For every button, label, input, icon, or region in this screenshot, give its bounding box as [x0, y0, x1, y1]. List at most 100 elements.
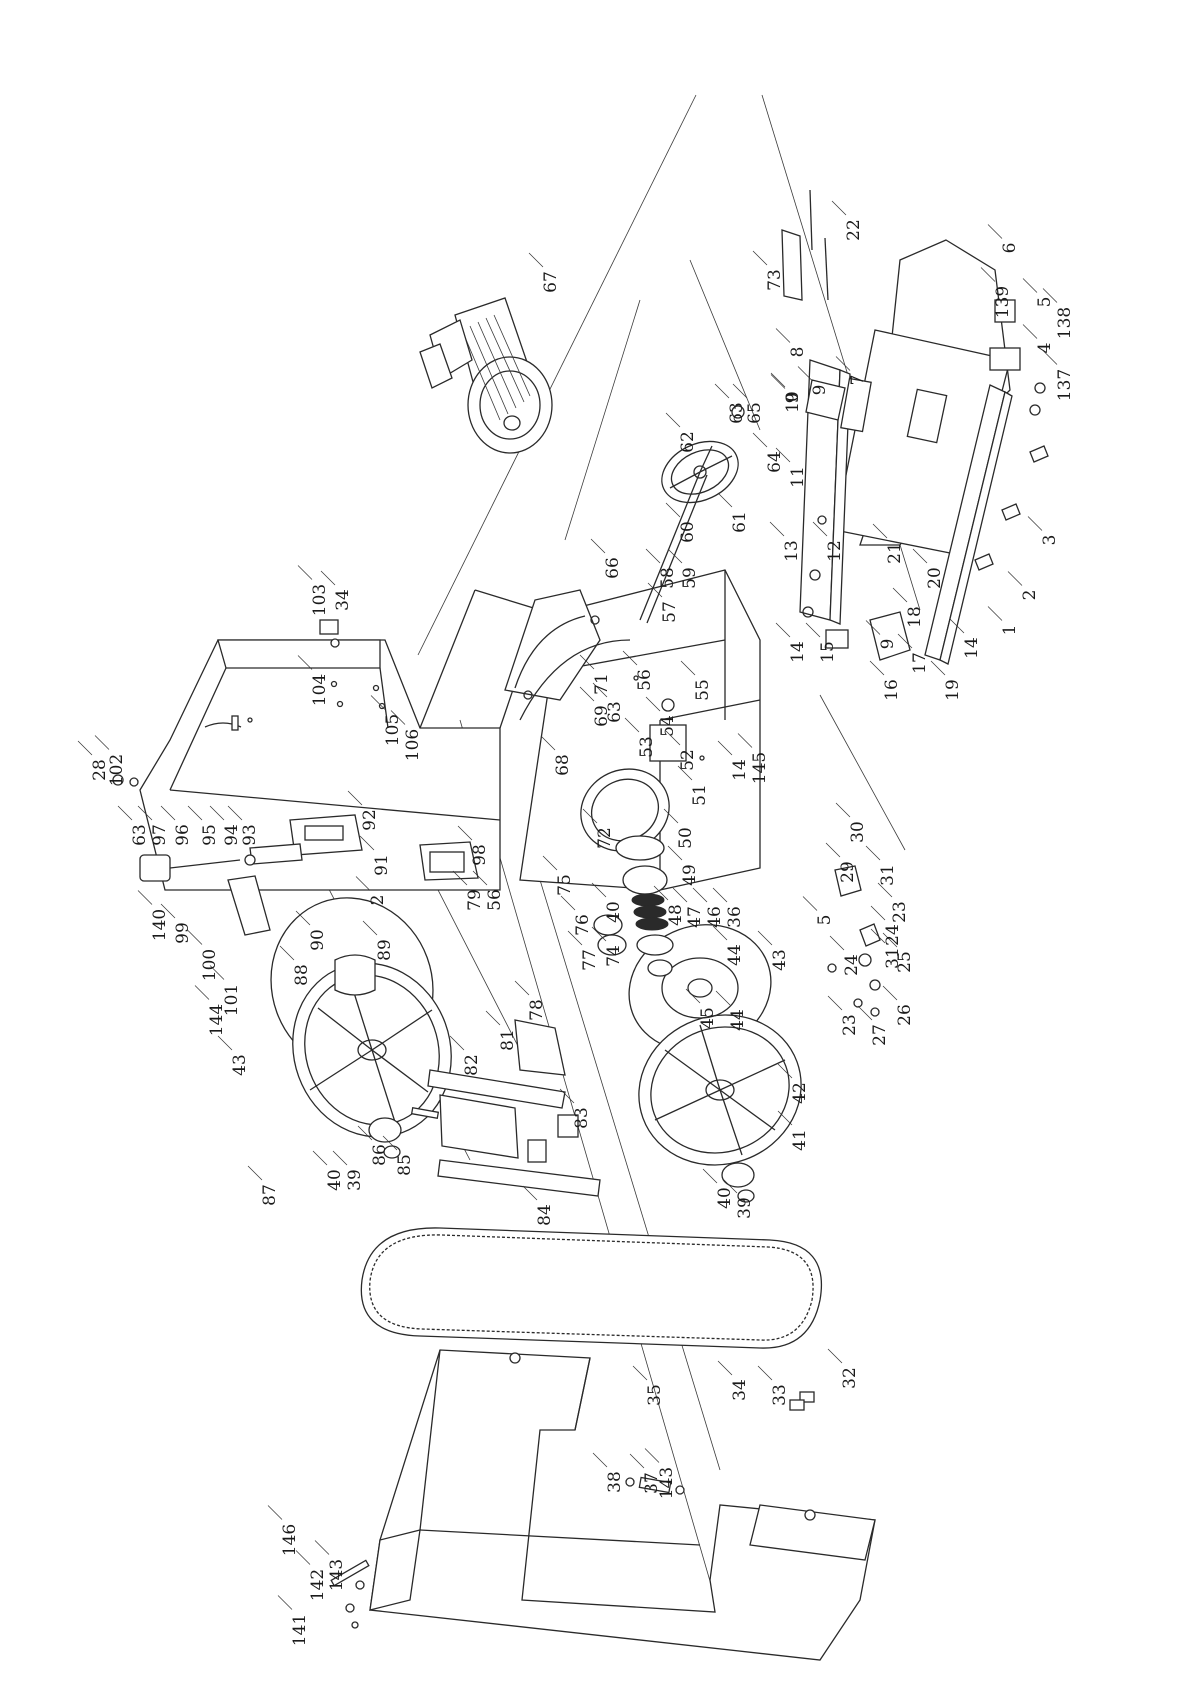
callout-9c: 9 [783, 393, 803, 404]
callout-106: 106 [403, 729, 423, 761]
leader-72 [582, 808, 598, 824]
handwheel [639, 405, 745, 624]
callout-84: 84 [535, 1204, 555, 1226]
leader-90 [295, 910, 311, 926]
leader-14 [775, 622, 791, 638]
leader-60 [665, 502, 681, 518]
callout-145: 145 [750, 752, 770, 784]
leader-74 [591, 926, 607, 942]
callout-89: 89 [375, 939, 395, 961]
callout-19: 19 [943, 679, 963, 701]
leader-101 [209, 965, 225, 980]
leader-97 [137, 805, 153, 821]
callout-11: 11 [788, 466, 808, 488]
leader-48 [653, 885, 669, 901]
drive-pulleys [580, 768, 674, 977]
callout-57: 57 [660, 601, 680, 623]
callout-43: 43 [770, 949, 790, 971]
leader-63b [592, 682, 608, 698]
leader-20 [912, 548, 928, 564]
leader-2 [1007, 571, 1023, 586]
callout-38: 38 [605, 1471, 625, 1493]
leader-40 [702, 1168, 718, 1184]
leader-94 [209, 805, 225, 821]
leader-11 [775, 447, 791, 463]
callout-77: 77 [580, 949, 600, 971]
callout-7: 7 [848, 375, 868, 386]
leader-14b [949, 618, 965, 634]
leader-99 [160, 903, 176, 919]
callout-41: 41 [790, 1129, 810, 1151]
callout-61: 61 [730, 511, 750, 533]
leader-139 [980, 267, 996, 282]
callout-68: 68 [553, 754, 573, 776]
leader-31 [865, 845, 881, 861]
leader-35 [632, 1365, 648, 1381]
callout-44: 44 [725, 944, 745, 966]
callout-140: 140 [150, 909, 170, 941]
leader-89 [362, 920, 378, 936]
callout-34b: 34 [730, 1379, 750, 1401]
callout-74: 74 [604, 945, 624, 967]
leader-36 [712, 887, 728, 903]
callout-50: 50 [676, 827, 696, 849]
callout-81: 81 [498, 1029, 518, 1051]
leader-57 [647, 582, 663, 598]
leader-56 [622, 650, 638, 666]
callout-59: 59 [680, 567, 700, 589]
callout-33: 33 [770, 1384, 790, 1406]
leader-62 [665, 412, 681, 428]
leader-2b [355, 876, 371, 891]
leader-13 [769, 521, 785, 537]
leader-43b [217, 1035, 233, 1051]
callout-54: 54 [658, 715, 678, 737]
callout-90: 90 [308, 929, 328, 951]
leader-65 [732, 383, 748, 399]
motor-mount [504, 589, 631, 721]
callout-102: 102 [107, 754, 127, 786]
motor [419, 297, 553, 454]
leader-23b [827, 995, 843, 1011]
leader-52 [665, 730, 681, 746]
leader-34b [717, 1360, 733, 1376]
callout-16: 16 [882, 679, 902, 701]
callout-101: 101 [222, 984, 242, 1016]
callout-143: 143 [657, 1467, 677, 1499]
leader-98 [457, 825, 473, 841]
callout-82: 82 [462, 1054, 482, 1076]
leader-55 [680, 660, 696, 676]
callout-24b: 24 [842, 954, 862, 976]
callout-2: 2 [1020, 590, 1040, 601]
callout-45: 45 [698, 1007, 718, 1029]
callout-35: 35 [645, 1384, 665, 1406]
leader-143b [314, 1540, 330, 1555]
leader-3 [1027, 516, 1043, 531]
callout-31: 31 [878, 864, 898, 886]
callout-73: 73 [765, 269, 785, 291]
leader-138 [1042, 288, 1058, 303]
callout-28: 28 [90, 759, 110, 781]
callout-49: 49 [680, 864, 700, 886]
callout-5b: 5 [815, 915, 835, 926]
callout-67: 67 [541, 271, 561, 293]
leader-54 [645, 696, 661, 712]
callout-104: 104 [310, 674, 330, 706]
leader-61 [717, 492, 733, 508]
callout-52: 52 [678, 749, 698, 771]
callout-64: 64 [765, 451, 785, 473]
leader-75 [542, 855, 558, 871]
leader-5 [1022, 278, 1038, 293]
leader-27 [857, 1005, 873, 1021]
callout-2b: 2 [368, 895, 388, 906]
leader-39b [332, 1150, 348, 1166]
leader-39 [722, 1178, 738, 1194]
callout-87: 87 [260, 1184, 280, 1206]
leader-9b [865, 620, 881, 635]
callout-53: 53 [637, 736, 657, 758]
callout-100: 100 [200, 949, 220, 981]
callout-42: 42 [790, 1082, 810, 1104]
callout-91: 91 [372, 854, 392, 876]
callout-139: 139 [993, 286, 1013, 318]
saw-blade [360, 1227, 822, 1349]
